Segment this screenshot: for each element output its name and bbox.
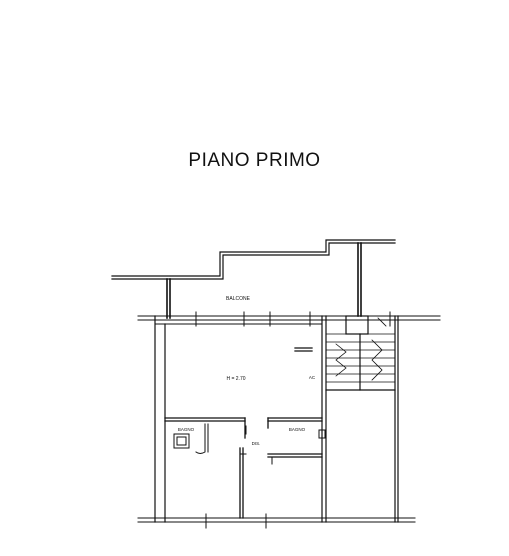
bottom-wall xyxy=(137,513,416,529)
left-wall xyxy=(154,315,166,523)
sanitary-fixture xyxy=(173,433,190,449)
top-wall xyxy=(137,311,441,327)
balcony-posts xyxy=(166,242,362,319)
washbasin xyxy=(318,429,326,439)
label-bagno-right: BAGNO xyxy=(289,427,306,432)
wall-end-marks xyxy=(239,425,273,465)
door-swing xyxy=(195,423,206,454)
label-dis: DIS. xyxy=(252,441,261,446)
label-bagno-left: BAGNO xyxy=(178,427,195,432)
internal-walls xyxy=(164,347,323,519)
label-balcone: BALCONE xyxy=(226,296,251,302)
balcony-outline xyxy=(111,239,396,280)
label-height: H = 2.70 xyxy=(226,376,245,382)
label-ac: AC xyxy=(309,375,316,380)
plan-title: PIANO PRIMO xyxy=(188,150,321,171)
staircase xyxy=(325,315,396,391)
